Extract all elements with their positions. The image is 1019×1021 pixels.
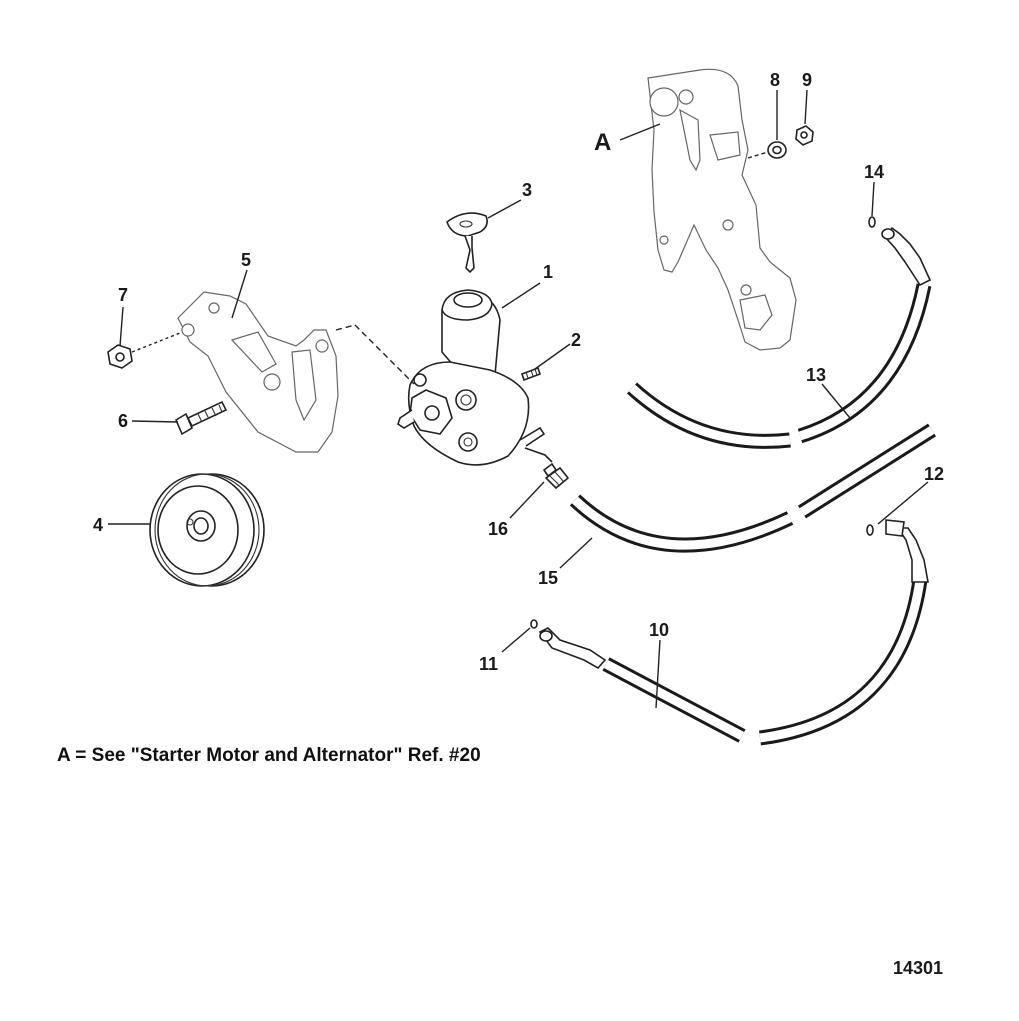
fitting-16 [542,462,570,490]
callout-6: 6 [118,411,128,431]
callout-3: 3 [522,180,532,200]
stud-2 [520,366,542,382]
callout-11: 11 [479,654,498,674]
bolt-6 [174,400,228,436]
callout-8: 8 [770,70,780,90]
callout-10: 10 [649,620,669,640]
o-ring-14 [868,216,876,228]
callout-14: 14 [864,162,884,182]
hose-13 [626,226,932,449]
callout-2: 2 [571,330,581,350]
pulley-4 [149,473,265,587]
mounting-bracket-5 [177,291,339,453]
callout-12: 12 [924,464,944,484]
leader-lines [108,89,929,709]
o-ring-11 [530,619,538,629]
callout-16: 16 [488,519,508,539]
callout-7: 7 [118,285,128,305]
callout-1: 1 [543,262,553,282]
nut-9 [795,125,814,146]
hose-15 [569,423,937,553]
callout-9: 9 [802,70,812,90]
figure-number: 14301 [893,958,943,978]
reference-note: A = See "Starter Motor and Alternator" R… [57,745,481,766]
callout-4: 4 [93,515,103,535]
callout-13: 13 [806,365,826,385]
spacer-8 [767,141,787,159]
reference-bracket-a [647,68,797,351]
reservoir-cap-3 [446,212,488,274]
callout-5: 5 [241,250,251,270]
nut-7 [107,344,133,369]
o-ring-12 [866,524,874,536]
power-steering-pump-1 [397,289,553,466]
hose-10 [538,519,929,746]
callout-15: 15 [538,568,558,588]
callout-a: A [594,129,611,156]
